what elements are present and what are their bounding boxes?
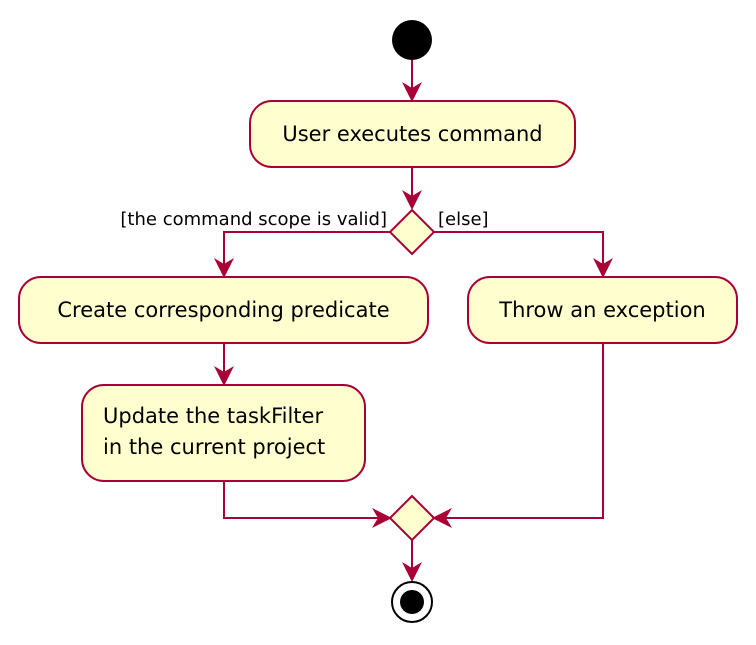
decision-diamond [388,208,436,256]
edge-update-to-merge [223,482,392,528]
action-label: Throw an exception [498,298,706,322]
action-label-line-2: in the current project [103,435,325,459]
action-update-taskfilter: Update the taskFilter in the current pro… [81,384,366,482]
start-node [392,20,432,60]
edges [214,60,613,582]
guard-label-valid: [the command scope is valid] [120,209,387,230]
action-label: User executes command [282,122,542,146]
edge-throw-exception-to-merge [432,344,604,528]
action-label: Create corresponding predicate [57,298,389,322]
merge-diamond [388,494,436,542]
action-user-executes-command: User executes command [249,100,576,168]
guard-label-else: [else] [438,209,489,230]
end-node [391,581,433,623]
action-label-line-1: Update the taskFilter [103,404,323,428]
action-throw-exception: Throw an exception [467,276,738,344]
edge-decision-to-throw-exception [434,231,613,278]
action-create-predicate: Create corresponding predicate [18,276,429,344]
edge-decision-to-create-predicate [214,231,390,278]
